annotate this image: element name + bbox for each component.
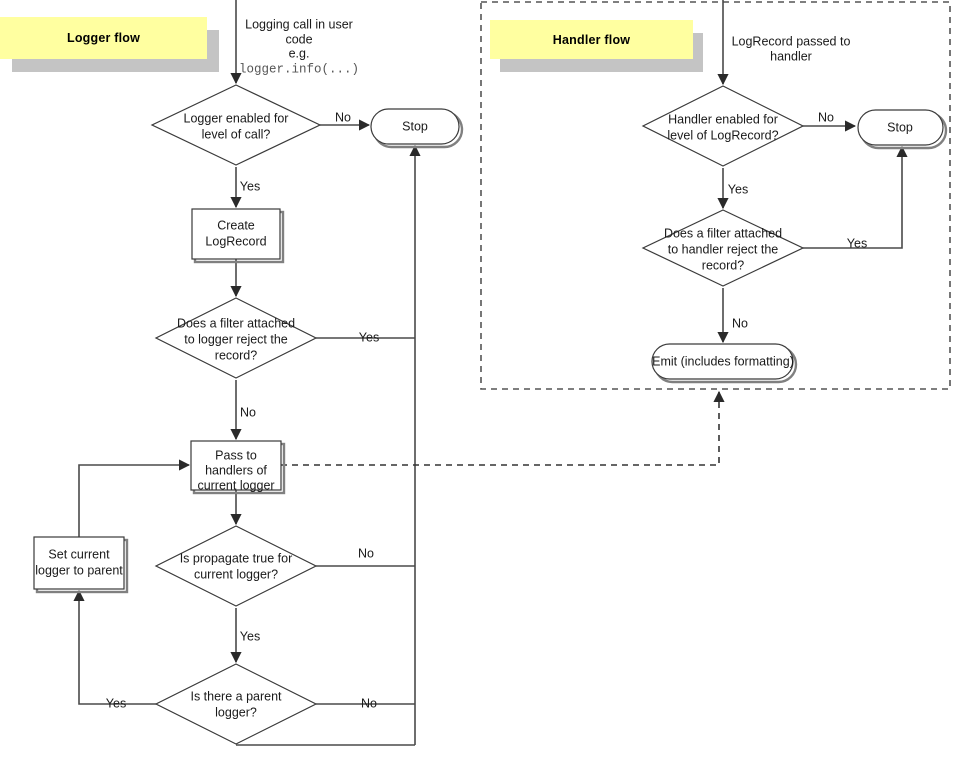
edge-label-logger-enabled-no: No [335,110,351,124]
emit-shape [651,343,794,380]
logger-entry-caption-mono: logger.info(...) [239,62,359,76]
has-parent-logger-label-line1: Is there a parent [190,689,282,703]
node-emit[interactable]: Emit (includes formatting) [651,343,798,384]
node-handler-stop[interactable]: Stop [857,109,948,150]
handler-stop-shape [857,109,944,146]
node-create-logrecord[interactable]: Create LogRecord [191,208,285,264]
edge-label-propagate-no: No [358,546,374,560]
edge-label-logger-filter-yes: Yes [359,330,379,344]
set-current-logger-label-line1: Set current [48,547,110,561]
handler-flow-banner: Handler flow [490,20,693,59]
pass-to-handlers-label-line2: handlers of [205,463,267,477]
node-is-propagate[interactable]: Is propagate true for current logger? [154,525,318,607]
node-handler-enabled[interactable]: Handler enabled for level of LogRecord? [641,85,805,167]
logger-stop-shape [370,108,460,145]
create-logrecord-shape [191,208,281,260]
has-parent-logger-diamond [154,663,318,745]
edge-handler-filter-yes-to-stop [803,145,908,249]
handler-filter-label-line3: record? [702,258,744,272]
logger-entry-caption-line2: code [285,32,312,46]
is-propagate-label-line2: current logger? [194,567,278,581]
create-logrecord-label-line2: LogRecord [205,234,266,248]
is-propagate-diamond [154,525,318,607]
edge-label-logger-enabled-yes: Yes [240,179,260,193]
node-logger-filter[interactable]: Does a filter attached to logger reject … [154,297,318,379]
logger-flow-banner: Logger flow [0,17,207,59]
logger-filter-diamond [154,297,318,379]
node-logger-enabled[interactable]: Logger enabled for level of call? [150,84,322,166]
logger-filter-label-line1: Does a filter attached [177,316,295,330]
handler-entry-caption-line1: LogRecord passed to [732,34,851,48]
edge-label-handler-enabled-no: No [818,110,834,124]
pass-to-handlers-label-line3: current logger [197,478,274,492]
set-current-logger-shape [33,536,125,590]
logger-filter-label-line2: to logger reject the [184,332,288,346]
emit-label: Emit (includes formatting) [652,354,794,368]
edge-has-parent-yes-to-set-logger [73,589,156,705]
logger-enabled-diamond [150,84,322,166]
handler-stop-label: Stop [887,120,913,134]
logger-filter-label-line3: record? [215,348,257,362]
logger-stop-label: Stop [402,119,428,133]
is-propagate-label-line1: Is propagate true for [180,551,293,565]
handler-enabled-label-line1: Handler enabled for [668,112,778,126]
handler-enabled-label-line2: level of LogRecord? [667,128,778,142]
edge-pass-to-handler-flow [281,390,725,466]
pass-to-handlers-shape [190,440,282,491]
node-set-current-logger[interactable]: Set current logger to parent [33,536,129,594]
set-current-logger-label-line2: logger to parent [35,563,123,577]
handler-entry-caption-line2: handler [770,49,812,63]
handler-filter-label-line2: to handler reject the [668,242,779,256]
node-has-parent-logger[interactable]: Is there a parent logger? [154,663,318,745]
logger-entry-caption-line3: e.g. [289,46,310,60]
edge-label-logger-filter-no: No [240,405,256,419]
create-logrecord-label-line1: Create [217,218,255,232]
logger-enabled-label-line2: level of call? [202,127,271,141]
logger-entry-caption-line1: Logging call in user [245,17,353,31]
node-logger-stop[interactable]: Stop [370,108,464,149]
logger-flow-banner-label: Logger flow [66,31,141,45]
handler-enabled-diamond [641,85,805,167]
handler-filter-diamond [641,209,805,287]
handler-flow-banner-label: Handler flow [552,32,631,47]
edge-label-handler-enabled-yes: Yes [728,182,748,196]
node-handler-filter[interactable]: Does a filter attached to handler reject… [641,209,805,287]
edge-label-handler-filter-no: No [732,316,748,330]
logger-enabled-label-line1: Logger enabled for [184,111,289,125]
edge-label-has-parent-yes: Yes [106,696,126,710]
handler-filter-label-line1: Does a filter attached [664,226,782,240]
edge-label-handler-filter-yes: Yes [847,236,867,250]
pass-to-handlers-label-line1: Pass to [215,448,257,462]
edge-label-has-parent-no: No [361,696,377,710]
handler-flow-container [480,1,951,390]
node-pass-to-handlers[interactable]: Pass to handlers of current logger [190,440,286,495]
edge-set-logger-to-pass [78,459,191,537]
edge-label-propagate-yes: Yes [240,629,260,643]
has-parent-logger-label-line2: logger? [215,705,257,719]
